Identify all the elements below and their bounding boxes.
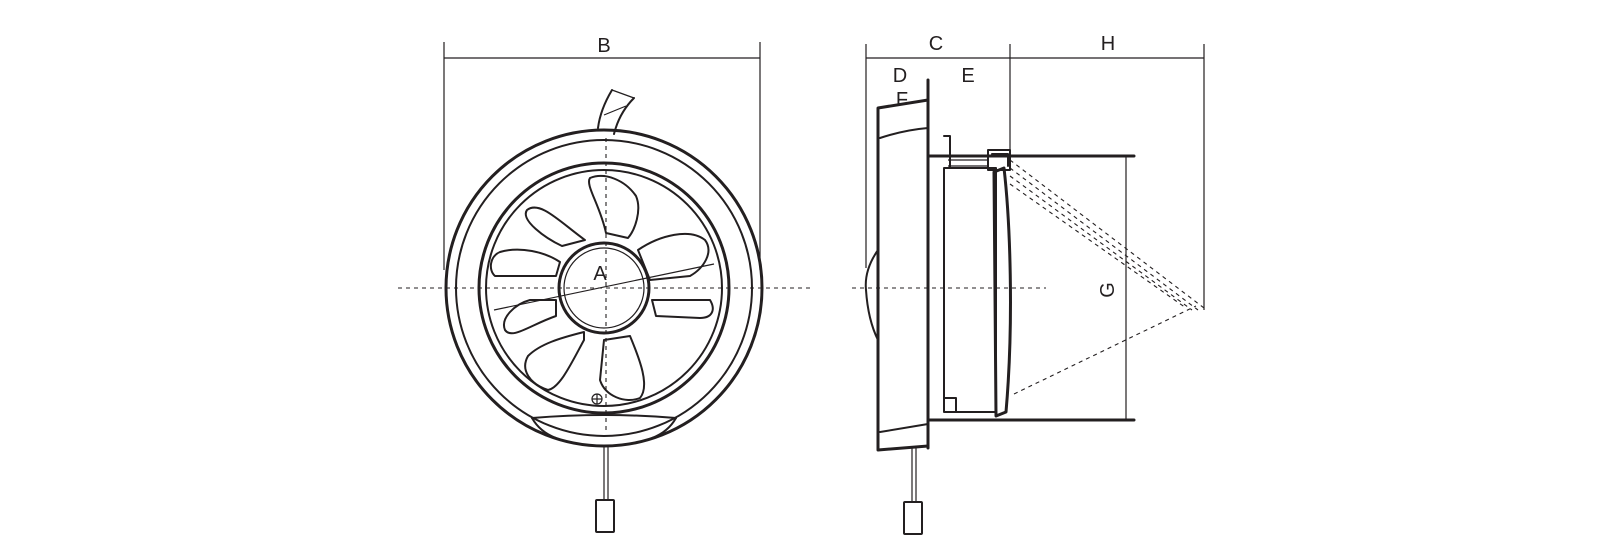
fan-hub [557, 241, 651, 335]
front-panel [864, 78, 930, 452]
shutter [948, 149, 1012, 418]
label-c: C [929, 33, 943, 55]
dimension-g: G [1097, 156, 1127, 420]
pull-cord [595, 446, 615, 533]
outer-housing [444, 128, 764, 448]
dimension-c: C [865, 33, 1011, 268]
dimension-h: H [1010, 33, 1205, 310]
screw-icon [591, 393, 603, 405]
label-g: G [1097, 282, 1119, 298]
side-view: C H D E F [852, 33, 1205, 535]
front-view: B [398, 35, 812, 533]
shutter-swing [1009, 159, 1205, 395]
grille-outer-ring [477, 161, 731, 415]
label-e: E [961, 65, 974, 87]
fan-blades [489, 175, 714, 401]
fan-body [926, 135, 1136, 422]
label-d: D [893, 65, 907, 87]
label-h: H [1101, 33, 1115, 55]
top-cord [597, 89, 635, 135]
label-f: F [896, 89, 908, 111]
label-a: A [593, 263, 607, 285]
side-pull-cord [903, 446, 923, 535]
dimension-b: B [443, 35, 761, 270]
housing-rim [455, 139, 753, 437]
bottom-lip [531, 414, 677, 419]
label-b: B [597, 35, 610, 57]
dimension-a-line [493, 263, 715, 311]
